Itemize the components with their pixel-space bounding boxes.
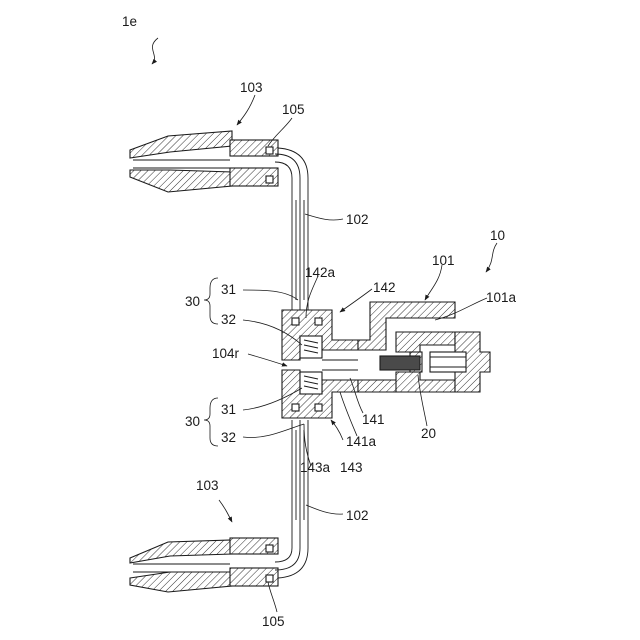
insert-20 bbox=[380, 352, 466, 372]
label-31-top: 31 bbox=[221, 282, 236, 297]
label-141a: 141a bbox=[346, 434, 377, 449]
central-block bbox=[282, 310, 358, 418]
label-103-bottom: 103 bbox=[196, 478, 219, 493]
label-142a: 142a bbox=[305, 265, 336, 280]
label-142: 142 bbox=[373, 280, 396, 295]
label-20: 20 bbox=[421, 426, 436, 441]
label-101: 101 bbox=[432, 253, 455, 268]
label-101a: 101a bbox=[486, 290, 517, 305]
label-104r: 104r bbox=[212, 346, 240, 361]
label-105-top: 105 bbox=[282, 102, 305, 117]
label-31-bottom: 31 bbox=[221, 402, 236, 417]
label-10: 10 bbox=[490, 228, 505, 243]
label-32-top: 32 bbox=[221, 312, 236, 327]
pipe-102-bottom bbox=[275, 420, 308, 578]
label-102-top: 102 bbox=[346, 212, 369, 227]
connector-101 bbox=[358, 302, 490, 392]
nozzle-bottom bbox=[130, 538, 278, 592]
label-32-bottom: 32 bbox=[221, 430, 236, 445]
label-103-top: 103 bbox=[240, 80, 263, 95]
label-102-bottom: 102 bbox=[346, 508, 369, 523]
figure-label: 1e bbox=[122, 14, 137, 29]
label-143: 143 bbox=[340, 460, 363, 475]
label-30-top: 30 bbox=[185, 294, 200, 309]
nozzle-top bbox=[130, 131, 278, 192]
label-105-bottom: 105 bbox=[262, 614, 285, 629]
label-30-bottom: 30 bbox=[185, 414, 200, 429]
label-141: 141 bbox=[362, 412, 385, 427]
label-143a: 143a bbox=[300, 460, 331, 475]
pipe-102-top bbox=[275, 148, 308, 310]
